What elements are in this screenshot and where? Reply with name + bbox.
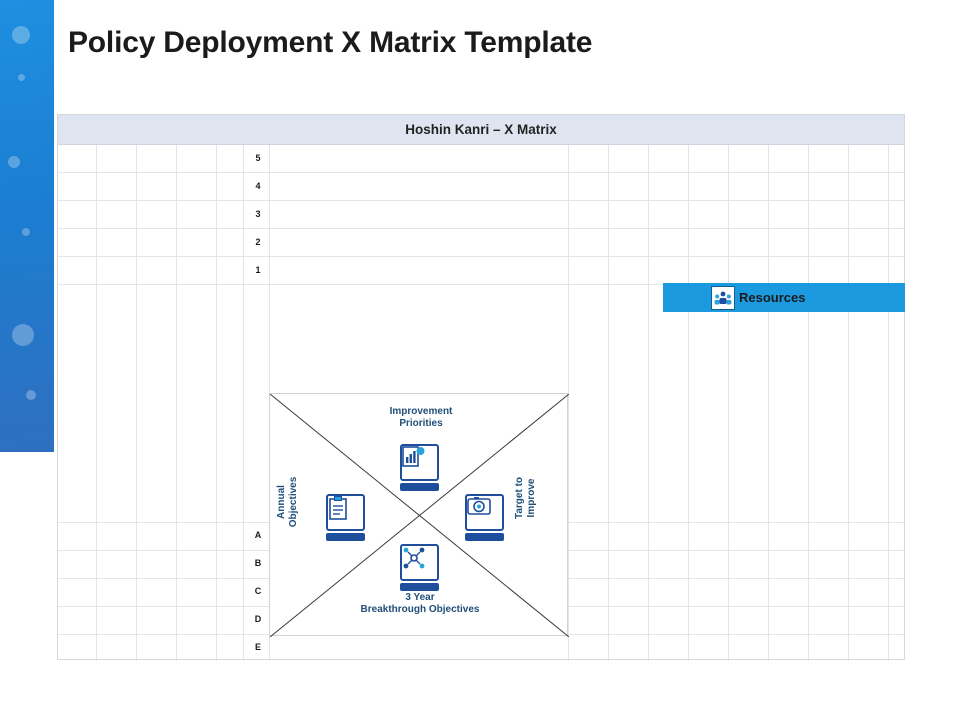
row-label-c: C [254, 586, 262, 596]
resources-banner[interactable]: Resources [663, 283, 905, 312]
grid-line-vertical [176, 145, 177, 661]
row-label-4: 4 [255, 181, 261, 191]
grid-line-vertical [136, 145, 137, 661]
grid-line-vertical [243, 145, 244, 661]
resources-people-glyph [714, 291, 732, 304]
target-camera-glyph [467, 497, 491, 515]
grid-line-vertical [96, 145, 97, 661]
grid-line-horizontal [58, 228, 904, 229]
icon-base [400, 583, 439, 591]
grid-line-horizontal [58, 200, 904, 201]
chart-report-icon [400, 444, 439, 491]
row-label-1: 1 [255, 265, 261, 275]
grid-line-vertical [808, 145, 809, 661]
grid-line-horizontal [58, 256, 904, 257]
clipboard-checklist-icon [326, 494, 365, 541]
grid-line-horizontal [58, 172, 904, 173]
label-improvement-line1: Improvement [389, 406, 453, 417]
label-improvement-priorities: Improvement Priorities [356, 406, 486, 430]
grid-line-vertical [216, 145, 217, 661]
row-label-b: B [254, 558, 262, 568]
row-label-3: 3 [255, 209, 261, 219]
grid-line-vertical [608, 145, 609, 661]
label-breakthrough-line2: Breakthrough Objectives [360, 604, 480, 615]
chart-report-glyph [402, 446, 425, 467]
clipboard-checklist-icon-chip [326, 494, 365, 531]
left-decorative-bar [0, 0, 54, 452]
grid-line-vertical [848, 145, 849, 661]
matrix-header-label: Hoshin Kanri – X Matrix [405, 122, 557, 137]
x-matrix-container: Hoshin Kanri – X Matrix 5 4 3 2 [57, 114, 905, 661]
decorative-dot [26, 390, 36, 400]
row-label-5: 5 [255, 153, 261, 163]
grid-line-vertical [888, 145, 889, 661]
x-matrix-center-box: Improvement Priorities 3 Year Breakthrou… [269, 393, 569, 637]
icon-base [400, 483, 439, 491]
network-nodes-glyph [403, 547, 425, 569]
clipboard-glyph [329, 496, 347, 520]
target-camera-icon-chip [465, 494, 504, 531]
label-breakthrough-line1: 3 Year [405, 592, 435, 603]
label-annual-objectives: Annual Objectives [276, 462, 300, 542]
row-label-e: E [254, 642, 261, 652]
grid-line-vertical [768, 145, 769, 661]
label-improvement-line2: Priorities [399, 418, 443, 429]
decorative-dot [12, 324, 34, 346]
label-breakthrough-objectives: 3 Year Breakthrough Objectives [324, 592, 516, 616]
target-camera-icon [465, 494, 504, 541]
chart-report-icon-chip [400, 444, 439, 481]
label-target-line1: Target to [514, 476, 525, 520]
decorative-dot [12, 26, 30, 44]
row-label-d: D [254, 614, 262, 624]
matrix-grid: 5 4 3 2 1 A B C D E [58, 145, 904, 661]
icon-base [326, 533, 365, 541]
grid-line-horizontal [58, 284, 904, 285]
label-annual-line2: Objectives [288, 476, 299, 528]
label-target-to-improve: Target to Improve [514, 458, 538, 538]
resources-label: Resources [739, 290, 806, 305]
decorative-dot [22, 228, 30, 236]
network-nodes-icon [400, 544, 439, 591]
decorative-dot [18, 74, 25, 81]
decorative-dot [8, 156, 20, 168]
grid-line-vertical [568, 145, 569, 661]
network-nodes-icon-chip [400, 544, 439, 581]
grid-line-vertical [728, 145, 729, 661]
grid-line-vertical [648, 145, 649, 661]
row-label-2: 2 [255, 237, 261, 247]
row-label-a: A [254, 530, 262, 540]
label-annual-line1: Annual [276, 485, 287, 519]
grid-line-vertical [688, 145, 689, 661]
resources-people-icon [711, 285, 735, 310]
page-title: Policy Deployment X Matrix Template [68, 26, 593, 59]
x-diagonals [270, 394, 569, 637]
icon-base [465, 533, 504, 541]
label-target-line2: Improve [526, 478, 537, 518]
matrix-header: Hoshin Kanri – X Matrix [58, 115, 904, 145]
